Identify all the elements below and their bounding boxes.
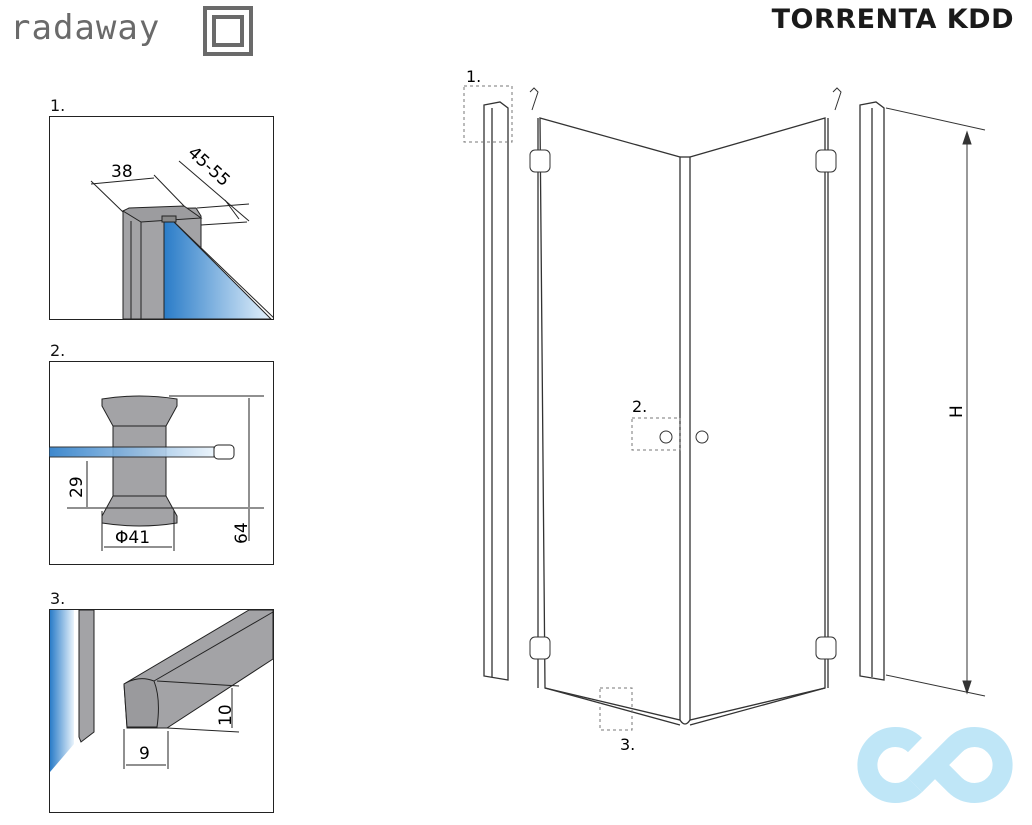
right-wall-profile [859, 101, 885, 681]
detail-1-panel: 38 45-55 [49, 116, 274, 320]
detail-2-label: 2. [50, 341, 66, 360]
callout-3-box [599, 687, 633, 731]
brand-logo-square-icon [203, 6, 253, 56]
dim-10-label: 10 [216, 704, 236, 726]
hinge-icon [815, 636, 837, 660]
detail-2-panel: 29 Φ41 64 [49, 361, 274, 565]
callout-1-box [463, 85, 513, 143]
dim-64-label: 64 [232, 522, 252, 544]
detail-3-panel: 10 9 [49, 609, 274, 813]
door-knob-icon [695, 430, 709, 444]
dim-phi41-label: Φ41 [115, 528, 150, 548]
watermark-logo-icon [857, 727, 1013, 803]
shower-enclosure-drawing: 1. 2. 3. H [463, 67, 986, 754]
dim-38-label: 38 [111, 162, 133, 182]
callout-1-label: 1. [466, 67, 481, 86]
hinge-icon [529, 149, 551, 173]
left-door [537, 117, 681, 726]
brand-logo-text: radaway [10, 8, 161, 48]
dim-9-label: 9 [139, 744, 150, 764]
dimension-38 [90, 174, 185, 213]
left-wall-profile [483, 101, 509, 681]
hinge-icon [529, 636, 551, 660]
wall-bracket-icon [529, 87, 539, 111]
callout-2-box [631, 417, 681, 451]
detail-1-label: 1. [50, 96, 66, 115]
hinge-icon [815, 149, 837, 173]
dimension-45-55 [178, 160, 250, 226]
callout-2-label: 2. [632, 397, 647, 416]
door-knob-icon [659, 430, 673, 444]
right-door [689, 117, 829, 726]
dim-29-label: 29 [67, 476, 87, 498]
product-title: TORRENTA KDD [771, 4, 1014, 35]
detail-3-label: 3. [50, 589, 66, 608]
hinges [529, 87, 842, 660]
height-dimension [885, 107, 986, 697]
callout-3-label: 3. [620, 735, 635, 754]
height-label: H [947, 405, 967, 418]
wall-bracket-icon [832, 87, 842, 111]
